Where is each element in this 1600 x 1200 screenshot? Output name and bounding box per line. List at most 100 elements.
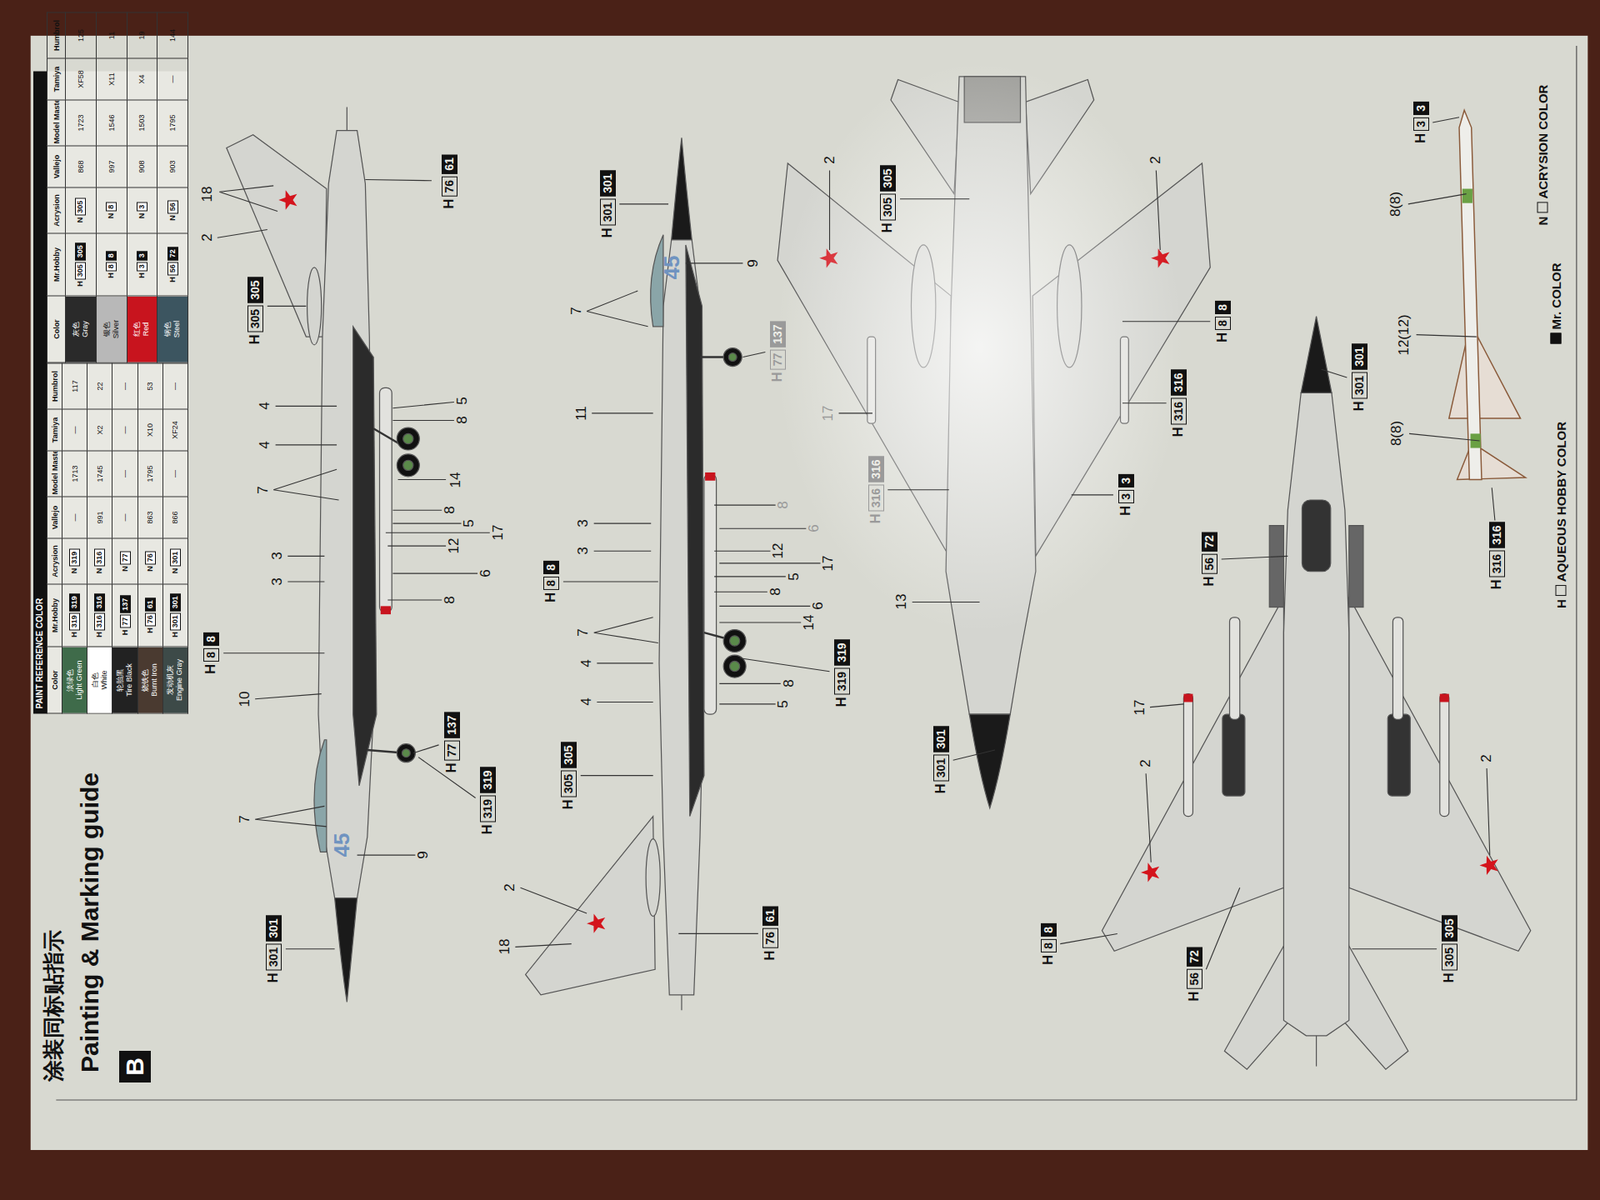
paint-code-filled: 8 xyxy=(543,560,560,575)
paint-code-outlined: 301 xyxy=(265,944,282,970)
paint-code: H5672 xyxy=(1185,947,1203,1002)
color-cell: 轮胎黑Tire Black xyxy=(112,646,138,714)
paint-number-cell: 144 xyxy=(157,12,189,59)
color-name: Red xyxy=(142,298,152,361)
paint-number-cell: — xyxy=(157,58,189,100)
paint-code-outlined: 8 xyxy=(1040,939,1056,953)
paint-code: H305305 xyxy=(560,741,577,810)
acrysion-cell: N305 xyxy=(65,187,97,234)
paint-code: H319319 xyxy=(833,640,850,708)
acrysion-cell: N77 xyxy=(112,538,138,585)
paint-code-outlined: 77 xyxy=(770,350,786,370)
paint-prefix: H xyxy=(265,972,282,983)
paint-code-filled: 72 xyxy=(1201,531,1218,552)
callout-number: 4 xyxy=(257,402,274,410)
paint-code: H88 xyxy=(106,251,118,280)
paint-number: 1795 xyxy=(169,115,178,132)
paint-number-cell: — xyxy=(112,496,138,539)
color-cell: 灰色Gray xyxy=(65,295,97,363)
callout-number: 2 xyxy=(1138,759,1155,767)
page-frame xyxy=(55,45,1577,1100)
paint-code: H301301 xyxy=(170,594,181,639)
paint-number: 22 xyxy=(95,382,105,391)
paint-prefix: H xyxy=(1117,505,1135,516)
paint-prefix: H xyxy=(1214,331,1231,342)
paint-code-filled: 8 xyxy=(106,251,118,261)
paint-code-outlined: 3 xyxy=(1117,490,1134,504)
paint-number-cell: 1723 xyxy=(65,100,97,146)
paint-number-cell: — xyxy=(112,409,138,451)
color-name: 灰色 xyxy=(71,298,81,361)
paint-prefix: H xyxy=(170,632,180,639)
paint-prefix: N xyxy=(168,215,178,222)
table-row: 白色WhiteH316316N3169911745X222 xyxy=(87,363,113,714)
paint-number-cell: 903 xyxy=(157,145,189,188)
table-header-row: ColorMr.HobbyAcrysionVallejoModel Master… xyxy=(47,12,66,363)
paint-number-cell: — xyxy=(112,363,138,410)
callout-number: 4 xyxy=(579,659,595,667)
paint-prefix: H xyxy=(1350,400,1368,411)
paint-code-outlined: 8 xyxy=(203,648,220,662)
callout-number: 8 xyxy=(454,416,470,425)
paint-code-filled: 316 xyxy=(95,594,106,612)
table-header-row: ColorMr.HobbyAcrysionVallejoModel Master… xyxy=(47,363,63,714)
red-star xyxy=(278,190,297,210)
paint-number-cell: 866 xyxy=(163,496,189,539)
paint-code: H88 xyxy=(542,560,560,603)
paint-prefix: H xyxy=(560,799,577,810)
color-name: 钢色 xyxy=(164,298,174,361)
paint-prefix: N xyxy=(145,566,155,573)
paint-number: — xyxy=(120,470,130,478)
paint-prefix: H xyxy=(542,592,560,603)
color-name: Gray xyxy=(80,298,90,361)
column-header-cell: Color xyxy=(47,646,63,714)
paint-code-outlined: 305 xyxy=(75,198,87,216)
paint-code-outlined: 316 xyxy=(95,549,106,567)
callout-number: 8(8) xyxy=(1389,420,1405,446)
aircraft-top-view xyxy=(1101,316,1530,1070)
paint-code: H5672 xyxy=(167,247,179,284)
column-header-cell: Humbrol xyxy=(47,12,66,59)
callout-number: 12 xyxy=(446,538,463,555)
color-name: White xyxy=(100,649,110,712)
table-row: 烧铁色Burnt IronH7661N768631795X1053 xyxy=(138,363,164,714)
paint-number-cell: 868 xyxy=(65,145,97,188)
paint-number-cell: 1503 xyxy=(126,100,158,146)
paint-prefix: N xyxy=(95,568,105,575)
paint-table: PAINT REFERENCE COLORColorMr.HobbyAcrysi… xyxy=(33,71,189,715)
table-row: 发动机灰Engine GrayH301301N301866—XF24— xyxy=(163,363,189,714)
paint-code-outlined: 301 xyxy=(599,199,615,225)
paint-code: H319319 xyxy=(70,594,81,639)
paint-number: X2 xyxy=(95,425,105,435)
paint-number-cell: X11 xyxy=(96,58,128,100)
color-name: Steel xyxy=(173,298,183,361)
paint-code-filled: 3 xyxy=(136,251,148,261)
paint-code: H88 xyxy=(202,632,220,675)
callout-number: 17 xyxy=(820,555,837,571)
paint-code-filled: 8 xyxy=(1214,300,1230,315)
legend-prefix: H xyxy=(1554,600,1569,610)
paint-prefix: H xyxy=(769,372,786,383)
paint-number-cell: 863 xyxy=(138,496,164,539)
paint-prefix: H xyxy=(440,198,458,209)
callout-number: 10 xyxy=(237,690,254,707)
leader-lines xyxy=(217,117,1495,970)
paint-prefix: N xyxy=(170,568,180,575)
legend-item: Mr. COLOR xyxy=(1549,262,1564,344)
paint-prefix: H xyxy=(599,227,616,238)
paint-code: N56 xyxy=(167,200,179,222)
paint-number: — xyxy=(70,514,80,522)
column-header-cell: Model Master xyxy=(47,450,63,497)
paint-number-cell: — xyxy=(62,496,88,539)
paint-code-filled: 8 xyxy=(203,632,220,646)
paint-code: H316316 xyxy=(1170,369,1187,437)
paint-code-filled: 301 xyxy=(170,594,181,612)
red-star xyxy=(1140,862,1160,882)
callout-number: 8 xyxy=(775,500,792,509)
paint-prefix: H xyxy=(1412,133,1430,144)
mr-hobby-cell: H305305 xyxy=(65,233,97,296)
paint-number: 19 xyxy=(138,31,147,40)
paint-code-outlined: 56 xyxy=(167,200,179,215)
table-row: 淡绿色Light GreenH319319N319—1713—117 xyxy=(62,363,88,714)
